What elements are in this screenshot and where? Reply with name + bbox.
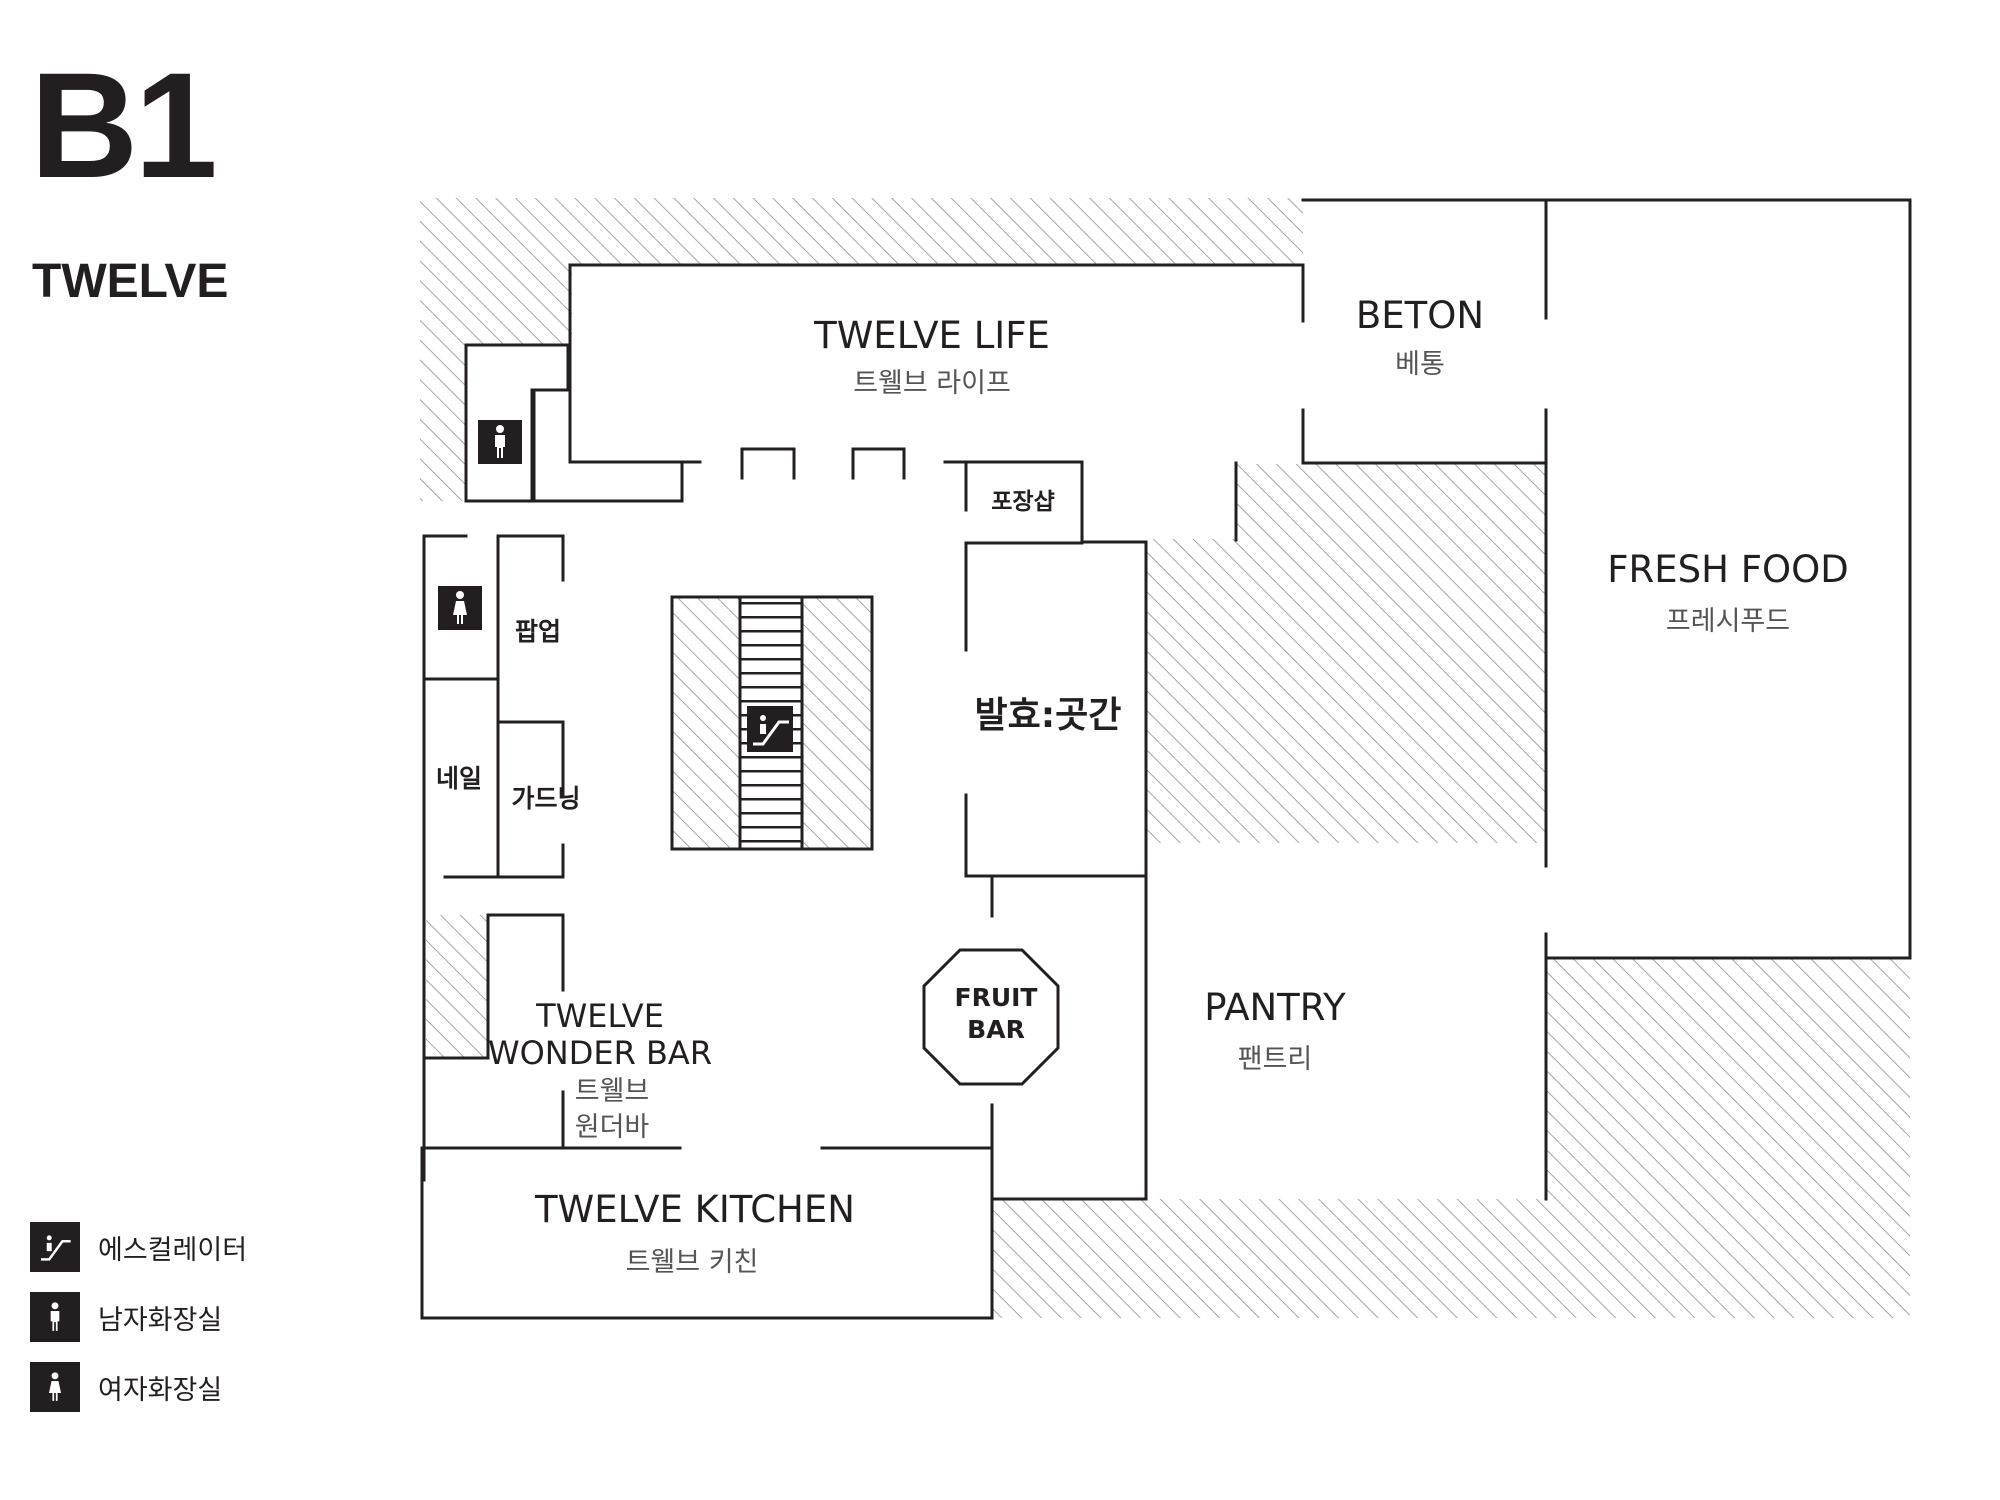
wall-packing bbox=[964, 461, 1148, 878]
map-labels: TWELVE LIFE 트웰브 라이프 BETON 베통 FRESH FOOD … bbox=[436, 294, 1849, 1278]
label-gardening: 가드닝 bbox=[511, 784, 580, 813]
label-nail: 네일 bbox=[436, 764, 482, 793]
hatched-areas bbox=[420, 198, 1910, 1318]
mens-restroom-icon bbox=[478, 420, 522, 464]
label-packing-shop: 포장샵 bbox=[991, 489, 1054, 515]
label-fresh-food-ko: 프레시푸드 bbox=[1666, 606, 1790, 637]
mens-restroom-icon bbox=[30, 1292, 80, 1342]
wall-kitchen bbox=[420, 1146, 994, 1320]
hatch-bottom-right bbox=[992, 958, 1910, 1318]
label-fruit-bar-2: BAR bbox=[967, 1015, 1025, 1044]
wall-twelve-life-right bbox=[943, 460, 1148, 1201]
label-wonder-bar-en-1: TWELVE bbox=[535, 997, 664, 1035]
womens-restroom-icon bbox=[438, 586, 482, 630]
hatch-left-lower bbox=[426, 915, 488, 1058]
legend-label: 에스컬레이터 bbox=[98, 1234, 248, 1266]
escalator-icon bbox=[747, 706, 793, 752]
label-fermentation: 발효:곳간 bbox=[975, 695, 1122, 736]
wall-restroom-men bbox=[464, 343, 684, 503]
legend-label: 남자화장실 bbox=[98, 1304, 223, 1336]
label-popup: 팝업 bbox=[515, 617, 561, 646]
wall-left-column bbox=[422, 534, 565, 1182]
hatch-escalator-right bbox=[802, 597, 872, 849]
womens-restroom-icon bbox=[30, 1362, 80, 1412]
fruit-bar-octagon bbox=[922, 948, 1060, 1086]
label-twelve-life-en: TWELVE LIFE bbox=[813, 314, 1050, 357]
label-fresh-food-en: FRESH FOOD bbox=[1607, 548, 1848, 591]
hatch-escalator-left bbox=[672, 597, 740, 849]
legend-item-mens-restroom: 남자화장실 bbox=[30, 1292, 247, 1342]
legend: 에스컬레이터 남자화장실 여자화장실 bbox=[30, 1222, 247, 1432]
label-pantry-en: PANTRY bbox=[1204, 986, 1346, 1029]
walls bbox=[420, 198, 1912, 1320]
escalator-icon bbox=[30, 1222, 80, 1272]
wall-life-pillars bbox=[740, 447, 906, 480]
wall-twelve-life bbox=[568, 263, 1305, 464]
label-beton-ko: 베통 bbox=[1395, 349, 1445, 380]
brand-name: TWELVE bbox=[32, 255, 229, 308]
label-wonder-bar-ko-1: 트웰브 bbox=[575, 1076, 650, 1107]
label-beton-en: BETON bbox=[1356, 294, 1484, 337]
floor-code: B1 bbox=[30, 41, 218, 209]
legend-label: 여자화장실 bbox=[98, 1374, 223, 1406]
label-twelve-life-ko: 트웰브 라이프 bbox=[853, 368, 1011, 399]
legend-item-womens-restroom: 여자화장실 bbox=[30, 1362, 247, 1412]
label-kitchen-ko: 트웰브 키친 bbox=[626, 1247, 759, 1278]
wall-wonder-bar bbox=[422, 913, 565, 1150]
label-fruit-bar-1: FRUIT bbox=[955, 983, 1038, 1012]
hatch-top-left bbox=[420, 198, 1303, 501]
label-pantry-ko: 팬트리 bbox=[1238, 1044, 1313, 1075]
label-wonder-bar-en-2: WONDER BAR bbox=[488, 1034, 712, 1072]
wall-beton-top bbox=[1301, 198, 1912, 960]
label-kitchen-en: TWELVE KITCHEN bbox=[534, 1188, 855, 1231]
legend-item-escalator: 에스컬레이터 bbox=[30, 1222, 247, 1272]
hatch-center-block bbox=[1146, 464, 1546, 843]
label-wonder-bar-ko-2: 원더바 bbox=[575, 1112, 650, 1143]
